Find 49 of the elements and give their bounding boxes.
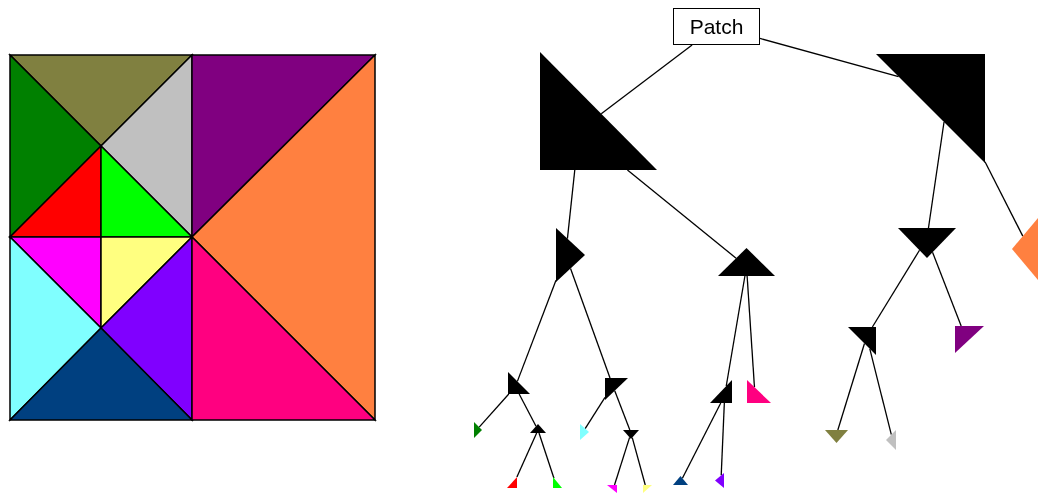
connector-line	[584, 396, 606, 430]
connector-line	[516, 279, 557, 382]
triangle-node	[580, 424, 589, 440]
connector-line	[478, 393, 510, 428]
triangle-node	[507, 477, 517, 488]
connector-line	[927, 121, 945, 229]
connector-line	[614, 390, 631, 431]
triangle-node	[605, 378, 628, 400]
connector-line	[725, 275, 746, 387]
triangle-node	[898, 228, 956, 258]
connector-line	[631, 436, 646, 486]
connector-line	[516, 432, 538, 478]
connector-line	[759, 37, 900, 78]
connector-line	[720, 402, 725, 476]
triangle-node	[474, 422, 482, 438]
connector-line	[837, 342, 866, 431]
triangle-node	[530, 424, 546, 433]
connector-line	[871, 249, 921, 328]
triangle-node	[673, 476, 688, 485]
triangle-node	[508, 372, 530, 394]
triangle-node	[540, 52, 657, 170]
triangle-node	[623, 430, 639, 439]
connector-line	[984, 161, 1024, 237]
triangle-node	[715, 473, 724, 488]
triangle-node	[607, 485, 617, 493]
triangle-node	[848, 327, 876, 355]
triangle-node	[556, 228, 585, 282]
connector-line	[613, 436, 631, 486]
connector-line	[626, 169, 737, 259]
triangle-node	[710, 380, 732, 403]
triangle-node	[825, 430, 848, 443]
connector-line	[569, 267, 611, 379]
triangle-node	[553, 477, 562, 488]
connector-line	[931, 251, 962, 327]
connector-line	[681, 402, 722, 479]
connector-line	[538, 432, 555, 479]
connector-line	[746, 275, 756, 388]
triangle-node	[747, 380, 771, 403]
triangle-node	[718, 248, 775, 276]
label-box: Patch	[673, 8, 760, 45]
triangle-node	[876, 54, 985, 163]
triangle-node	[1012, 218, 1038, 280]
connector-line	[600, 44, 693, 115]
connector-line	[566, 169, 576, 240]
connector-line	[518, 393, 537, 427]
triangle-node	[955, 326, 984, 353]
triangle-node	[886, 430, 896, 450]
triangle-node	[643, 485, 652, 493]
connector-line	[869, 348, 892, 436]
